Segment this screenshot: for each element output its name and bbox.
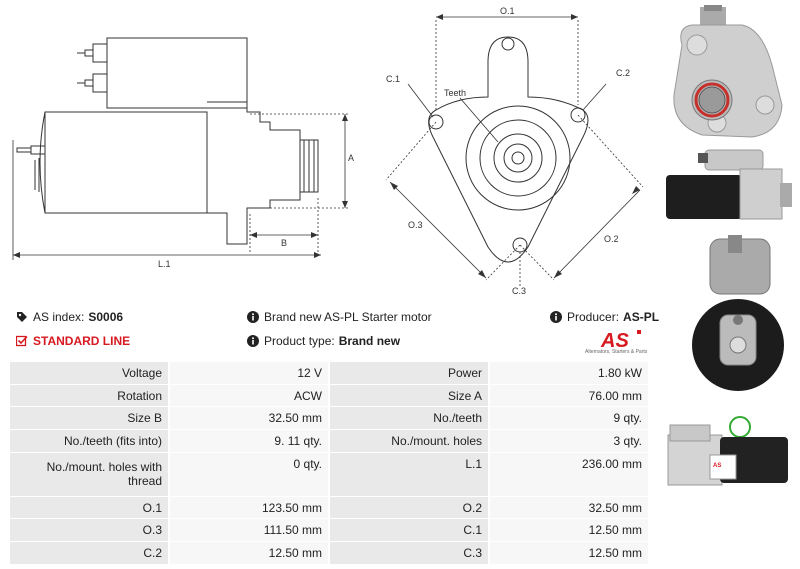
- producer-label: Producer:: [567, 310, 620, 324]
- product-type-value: Brand new: [338, 334, 401, 348]
- table-row: C.2 12.50 mm C.3 12.50 mm: [10, 542, 650, 565]
- description-text: Brand new AS-PL Starter motor: [264, 310, 432, 324]
- dim-label-c2: C.2: [616, 68, 630, 78]
- front-view-svg: O.1 C.1 C.2 Teeth O.3 O.2 C.3: [385, 6, 644, 296]
- dim-label-o3: O.3: [408, 220, 423, 230]
- spec-table: Voltage 12 V Power 1.80 kW Rotation ACW …: [10, 362, 650, 565]
- table-row: O.3 111.50 mm C.1 12.50 mm: [10, 519, 650, 543]
- product-photo-rear: [690, 235, 785, 400]
- info-icon: [247, 335, 259, 347]
- spec-label: Power: [330, 362, 490, 385]
- dim-label-c1: C.1: [386, 74, 400, 84]
- logo-tagline: Alternators, Starters & Parts: [585, 349, 648, 355]
- as-index-value: S0006: [88, 310, 124, 324]
- spec-value: 1.80 kW: [490, 362, 650, 385]
- spec-label: No./teeth: [330, 407, 490, 431]
- spec-value: 76.00 mm: [490, 384, 650, 408]
- dim-label-c3: C.3: [512, 286, 526, 296]
- side-view-drawing: A B L.1: [5, 30, 360, 275]
- info-icon: [550, 311, 562, 323]
- product-type-info: Product type: Brand new: [247, 334, 400, 348]
- spec-value: 32.50 mm: [170, 407, 330, 431]
- product-photo-front: [662, 5, 792, 145]
- spec-value: 32.50 mm: [490, 496, 650, 520]
- standard-line-info: STANDARD LINE: [15, 334, 131, 348]
- table-row: No./mount. holes with thread 0 qty. L.1 …: [10, 452, 650, 497]
- spec-label: C.2: [10, 542, 170, 565]
- spec-value: 12.50 mm: [170, 542, 330, 565]
- spec-value: 12.50 mm: [490, 519, 650, 543]
- dim-label-b: B: [281, 238, 287, 248]
- standard-line-text: STANDARD LINE: [33, 334, 131, 348]
- spec-label: O.3: [10, 519, 170, 543]
- spec-label: C.1: [330, 519, 490, 543]
- spec-label: O.2: [330, 496, 490, 520]
- spec-label: No./mount. holes: [330, 430, 490, 453]
- producer-info: Producer: AS-PL: [550, 310, 659, 324]
- table-row: Voltage 12 V Power 1.80 kW: [10, 362, 650, 385]
- dim-label-o2: O.2: [604, 234, 619, 244]
- spec-value: 111.50 mm: [170, 519, 330, 543]
- spec-value: 12 V: [170, 362, 330, 385]
- logo-text: AS: [600, 330, 629, 352]
- spec-value: 9. 11 qty.: [170, 430, 330, 453]
- spec-value: 9 qty.: [490, 407, 650, 431]
- side-view-svg: A B L.1: [12, 37, 354, 269]
- spec-value: 236.00 mm: [490, 452, 650, 497]
- table-row: Size B 32.50 mm No./teeth 9 qty.: [10, 407, 650, 431]
- dim-label-o1: O.1: [500, 6, 515, 16]
- dim-label-l1: L.1: [158, 259, 171, 269]
- spec-value: 123.50 mm: [170, 496, 330, 520]
- tag-icon: [16, 311, 28, 323]
- spec-label: No./teeth (fits into): [10, 430, 170, 453]
- product-type-label: Product type:: [264, 334, 335, 348]
- product-photo-side: [660, 145, 795, 225]
- info-icon: [247, 311, 259, 323]
- svg-text:AS: AS: [713, 463, 721, 469]
- dim-label-a: A: [348, 153, 354, 163]
- dim-label-teeth: Teeth: [444, 88, 466, 98]
- spec-label: Size B: [10, 407, 170, 431]
- checkbox-checked-icon: [15, 335, 28, 347]
- spec-label: Rotation: [10, 384, 170, 408]
- table-row: O.1 123.50 mm O.2 32.50 mm: [10, 496, 650, 520]
- spec-label: Voltage: [10, 362, 170, 385]
- producer-value: AS-PL: [623, 310, 660, 324]
- spec-label: Size A: [330, 384, 490, 408]
- table-row: Rotation ACW Size A 76.00 mm: [10, 384, 650, 408]
- spec-value: 0 qty.: [170, 452, 330, 497]
- product-photo-label: AS: [660, 405, 795, 495]
- as-index-label: AS index:: [33, 310, 85, 324]
- as-index-info: AS index: S0006: [16, 310, 123, 324]
- spec-label: No./mount. holes with thread: [10, 452, 170, 497]
- spec-label: O.1: [10, 496, 170, 520]
- spec-value: ACW: [170, 384, 330, 408]
- table-row: No./teeth (fits into) 9. 11 qty. No./mou…: [10, 430, 650, 453]
- spec-label: C.3: [330, 542, 490, 565]
- description-info: Brand new AS-PL Starter motor: [247, 310, 432, 324]
- front-view-drawing: O.1 C.1 C.2 Teeth O.3 O.2 C.3: [378, 2, 648, 300]
- spec-label: L.1: [330, 452, 490, 497]
- as-pl-logo: AS: [585, 326, 651, 356]
- spec-value: 3 qty.: [490, 430, 650, 453]
- spec-value: 12.50 mm: [490, 542, 650, 565]
- spec-table-body: Voltage 12 V Power 1.80 kW Rotation ACW …: [10, 362, 650, 565]
